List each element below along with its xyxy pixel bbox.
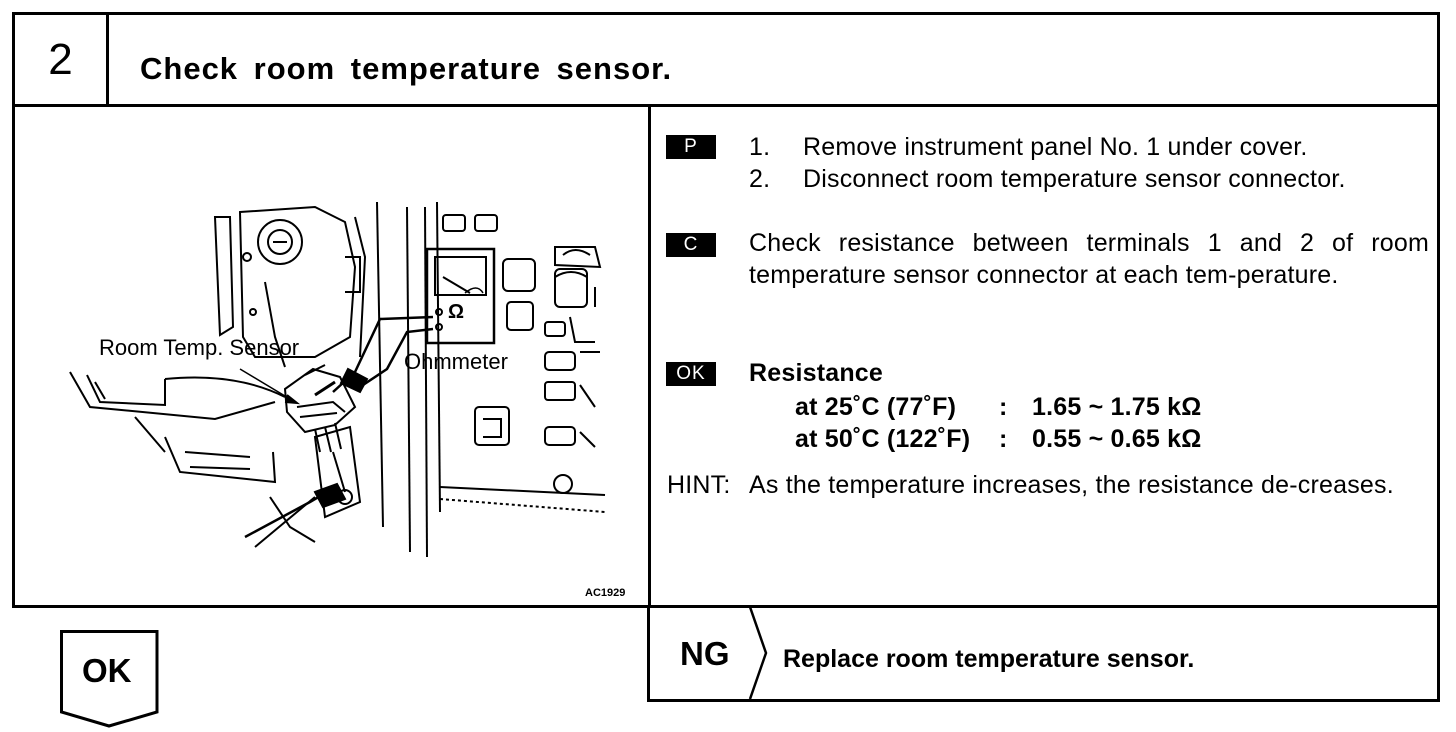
ok-badge: OK: [666, 362, 716, 386]
spec-row2-condition: at 50˚C (122˚F): [795, 425, 971, 453]
ng-chevron: [748, 607, 768, 699]
instructions-pane: P 1. Remove instrument panel No. 1 under…: [655, 107, 1439, 605]
ng-result-box: NG Replace room temperature sensor.: [647, 607, 1440, 702]
figure-code: AC1929: [585, 587, 626, 599]
spec-row2-separator: :: [999, 425, 1008, 453]
ok-arrow-shape: [60, 630, 159, 728]
step-title: Check room temperature sensor.: [140, 51, 673, 86]
check-badge: C: [666, 233, 716, 257]
resistance-heading: Resistance: [749, 359, 884, 387]
prep-step1-number: 1.: [749, 133, 771, 161]
hint-text: As the temperature increases, the resist…: [749, 471, 1394, 499]
ng-label: NG: [680, 635, 730, 672]
check-text: Check resistance between terminals 1 and…: [749, 229, 1429, 289]
illustration-pane: Room Temp. Sensor Ohmmeter Ω AC1929: [15, 107, 651, 605]
ok-next-label: OK: [82, 652, 132, 689]
spec-row1-separator: :: [999, 393, 1008, 421]
spec-row1-condition: at 25˚C (77˚F): [795, 393, 957, 421]
ohm-symbol: Ω: [448, 301, 465, 323]
ng-action: Replace room temperature sensor.: [783, 645, 1195, 673]
prep-badge: P: [666, 135, 716, 159]
step-header: 2 Check room temperature sensor.: [15, 15, 1437, 107]
step-number: 2: [15, 15, 109, 104]
prep-step2: Disconnect room temperature sensor conne…: [803, 165, 1346, 193]
hint-label: HINT:: [667, 471, 731, 499]
prep-step2-number: 2.: [749, 165, 771, 193]
sensor-ohmmeter-illustration: [69, 201, 606, 558]
spec-row2-value: 0.55 ~ 0.65 kΩ: [1032, 425, 1202, 453]
procedure-frame: 2 Check room temperature sensor.: [12, 12, 1440, 608]
spec-row1-value: 1.65 ~ 1.75 kΩ: [1032, 393, 1202, 421]
prep-step1: Remove instrument panel No. 1 under cove…: [803, 133, 1308, 161]
ohmmeter-label: Ohmmeter: [404, 349, 508, 374]
sensor-label: Room Temp. Sensor: [99, 335, 300, 360]
